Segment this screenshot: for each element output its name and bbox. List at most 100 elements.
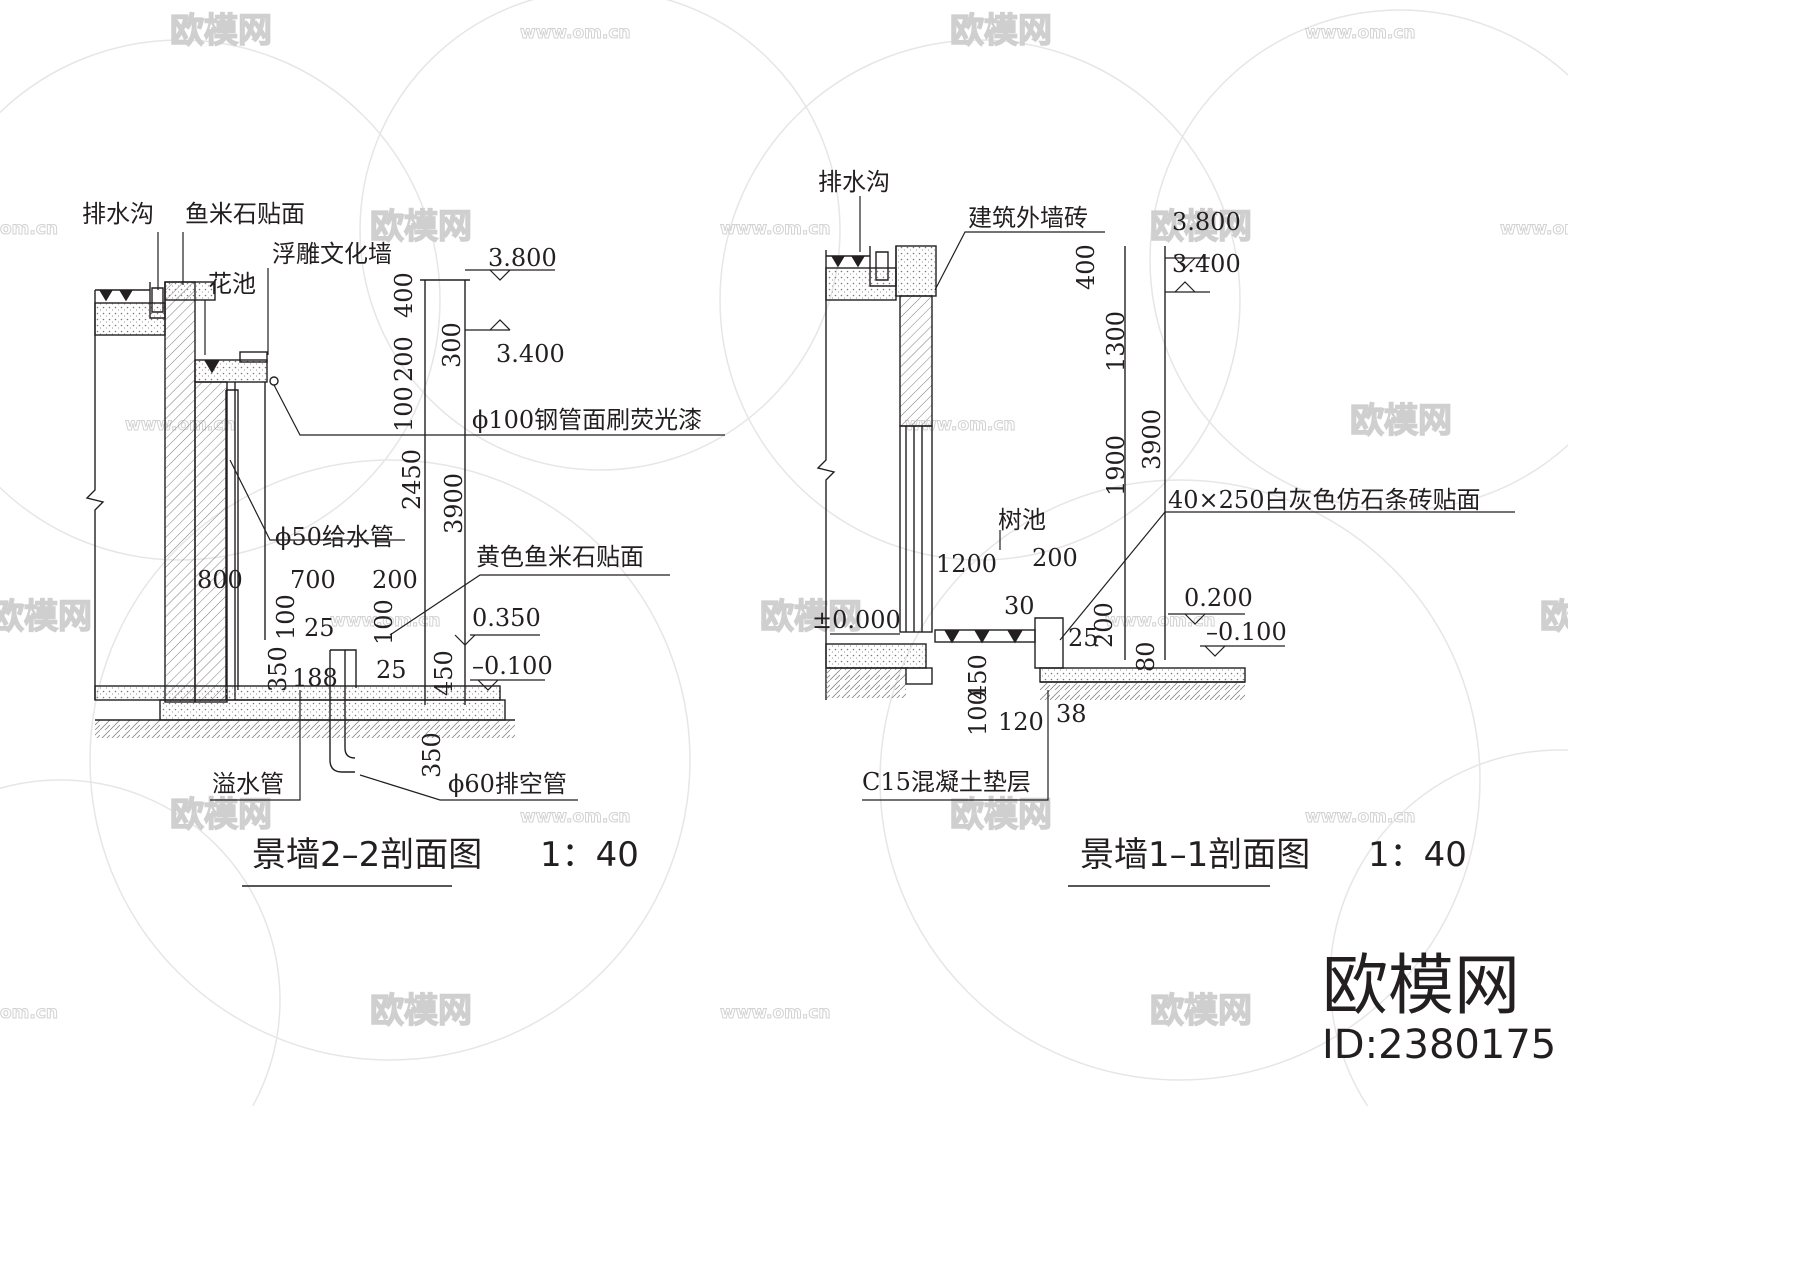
dim-25b: 25 <box>376 656 407 684</box>
dim-1300: 1300 <box>1102 311 1130 372</box>
wm-brand: 欧模网 <box>0 597 92 637</box>
dim-25a: 25 <box>304 614 335 642</box>
wm-domain: www.om.cn <box>520 23 631 43</box>
wm-brand: 欧模网 <box>1150 991 1252 1031</box>
section-2-2-text: 排水沟 鱼米石贴面 浮雕文化墙 花池 ϕ100钢管面刷荧光漆 ϕ50给水管 黄色… <box>82 200 702 798</box>
pool-curb <box>330 649 357 688</box>
wm-brand: 欧模网 <box>170 11 272 51</box>
level-top: 3.800 <box>1172 208 1241 236</box>
wm-domain: www.om.cn <box>330 611 441 631</box>
label-planter: 花池 <box>208 270 256 298</box>
label-yellow-stone: 黄色鱼米石贴面 <box>476 543 644 571</box>
planter-water <box>204 359 220 374</box>
level-top: 3.800 <box>488 244 557 272</box>
dim-100c: 100 <box>370 599 398 645</box>
label-supply-pipe: ϕ50给水管 <box>275 523 394 551</box>
wm-brand: 欧模网 <box>950 11 1052 51</box>
dim-38: 38 <box>1056 700 1087 728</box>
section-drawing-canvas: 欧模网 欧模网 欧模网 欧模网 欧模网 欧模网 欧模网 欧模网 欧模网 欧模网 … <box>0 0 1568 1106</box>
dim-120: 120 <box>998 708 1044 736</box>
dim-450: 450 <box>964 654 992 700</box>
dim-1900: 1900 <box>1102 435 1130 496</box>
base-slab <box>825 643 927 669</box>
wm-domain: www.om.cn <box>720 219 831 239</box>
main-wall <box>164 281 196 703</box>
brand-id: ID:2380175 <box>1322 1022 1556 1068</box>
earth-left <box>826 668 906 698</box>
level-markers-2-2 <box>454 269 511 691</box>
dim-80: 80 <box>1132 641 1160 672</box>
wm-domain: www.om.cn <box>1305 23 1416 43</box>
upper-slab <box>825 267 897 301</box>
wm-domain: www.om.cn <box>520 807 631 827</box>
dim-400: 400 <box>390 272 418 318</box>
footing <box>905 667 933 685</box>
tree-pool-water <box>944 629 1023 644</box>
label-steel-pipe: ϕ100钢管面刷荧光漆 <box>472 406 702 434</box>
dim-800: 800 <box>197 566 243 594</box>
level-base: –0.100 <box>1206 618 1287 646</box>
water-level-mark <box>99 289 133 302</box>
wm-brand: 欧模网 <box>370 207 472 247</box>
steel-pipe <box>225 389 239 700</box>
watermark-brand-marks: 欧模网 欧模网 欧模网 欧模网 欧模网 欧模网 欧模网 欧模网 欧模网 欧模网 … <box>0 10 1568 1031</box>
level-markers-1-1 <box>1174 257 1226 657</box>
level-pool: 0.350 <box>472 604 541 632</box>
level-base: –0.100 <box>472 652 553 680</box>
break-line <box>85 290 105 700</box>
title-1-1: 景墙1–1剖面图 <box>1080 835 1310 875</box>
ground-slab <box>159 699 506 721</box>
level-200: 0.200 <box>1184 584 1253 612</box>
dim-2450: 2450 <box>398 449 426 510</box>
dim-350b: 350 <box>418 732 446 778</box>
dim-300: 300 <box>438 322 466 368</box>
dim-100: 100 <box>964 690 992 736</box>
wm-brand: 欧模网 <box>170 795 272 835</box>
dim-3900: 3900 <box>440 473 468 534</box>
wm-brand: 欧模网 <box>1540 597 1568 637</box>
dim-400: 400 <box>1072 244 1100 290</box>
level-mid: 3.400 <box>1172 250 1241 278</box>
label-overflow-pipe: 溢水管 <box>212 770 284 798</box>
wm-brand: 欧模网 <box>370 991 472 1031</box>
wm-domain: om.cn <box>0 1003 58 1023</box>
wm-domain: www.om.cn <box>720 1003 831 1023</box>
earth-right <box>1040 682 1245 700</box>
section-2-2 <box>85 279 515 773</box>
brand-name: 欧模网 <box>1322 947 1520 1024</box>
label-tree-pool: 树池 <box>998 506 1046 534</box>
water-level-mark <box>831 255 865 268</box>
wm-domain: www.om.cn <box>1105 611 1216 631</box>
dim-3900: 3900 <box>1138 409 1166 470</box>
label-drain: 排水沟 <box>818 168 890 196</box>
wm-domain: www.om.cn <box>1305 807 1416 827</box>
dim-700: 700 <box>290 566 336 594</box>
wm-brand: 欧模网 <box>1350 401 1452 441</box>
watermark-layer <box>0 0 1568 1106</box>
label-drain: 排水沟 <box>82 200 154 228</box>
dim-100b: 100 <box>272 594 300 640</box>
level-mid: 3.400 <box>496 340 565 368</box>
upper-slab <box>94 302 166 336</box>
level-zero: ±0.000 <box>812 606 901 634</box>
dim-200: 200 <box>1032 544 1078 572</box>
brand-block: 欧模网 ID:2380175 <box>1322 947 1556 1068</box>
label-relief-wall: 浮雕文化墙 <box>272 240 392 268</box>
planter-box <box>194 359 268 383</box>
section-1-1-text: 排水沟 建筑外墙砖 树池 40×250白灰色仿石条砖贴面 C15混凝土垫层 3.… <box>812 168 1480 796</box>
wm-brand: 欧模网 <box>1150 207 1252 247</box>
dim-200b: 200 <box>1090 602 1118 648</box>
section-1-1-title: 景墙1–1剖面图 1：40 <box>1068 835 1467 887</box>
label-strip-tile: 40×250白灰色仿石条砖贴面 <box>1168 486 1480 514</box>
break-line <box>816 250 836 700</box>
pipe-marker <box>269 376 279 386</box>
scale-1-1: 1：40 <box>1368 835 1467 875</box>
label-stone-face: 鱼米石贴面 <box>185 200 305 228</box>
wm-brand: 欧模网 <box>950 795 1052 835</box>
section-1-1-leaders <box>830 196 1515 801</box>
earth <box>95 720 515 738</box>
section-2-2-leaders <box>157 232 725 801</box>
watermark-domain-marks: www.om.cn www.om.cn om.cn www.om.cn www.… <box>0 23 1568 1024</box>
wm-brand: 欧模网 <box>760 597 862 637</box>
wm-domain: om.cn <box>0 219 58 239</box>
